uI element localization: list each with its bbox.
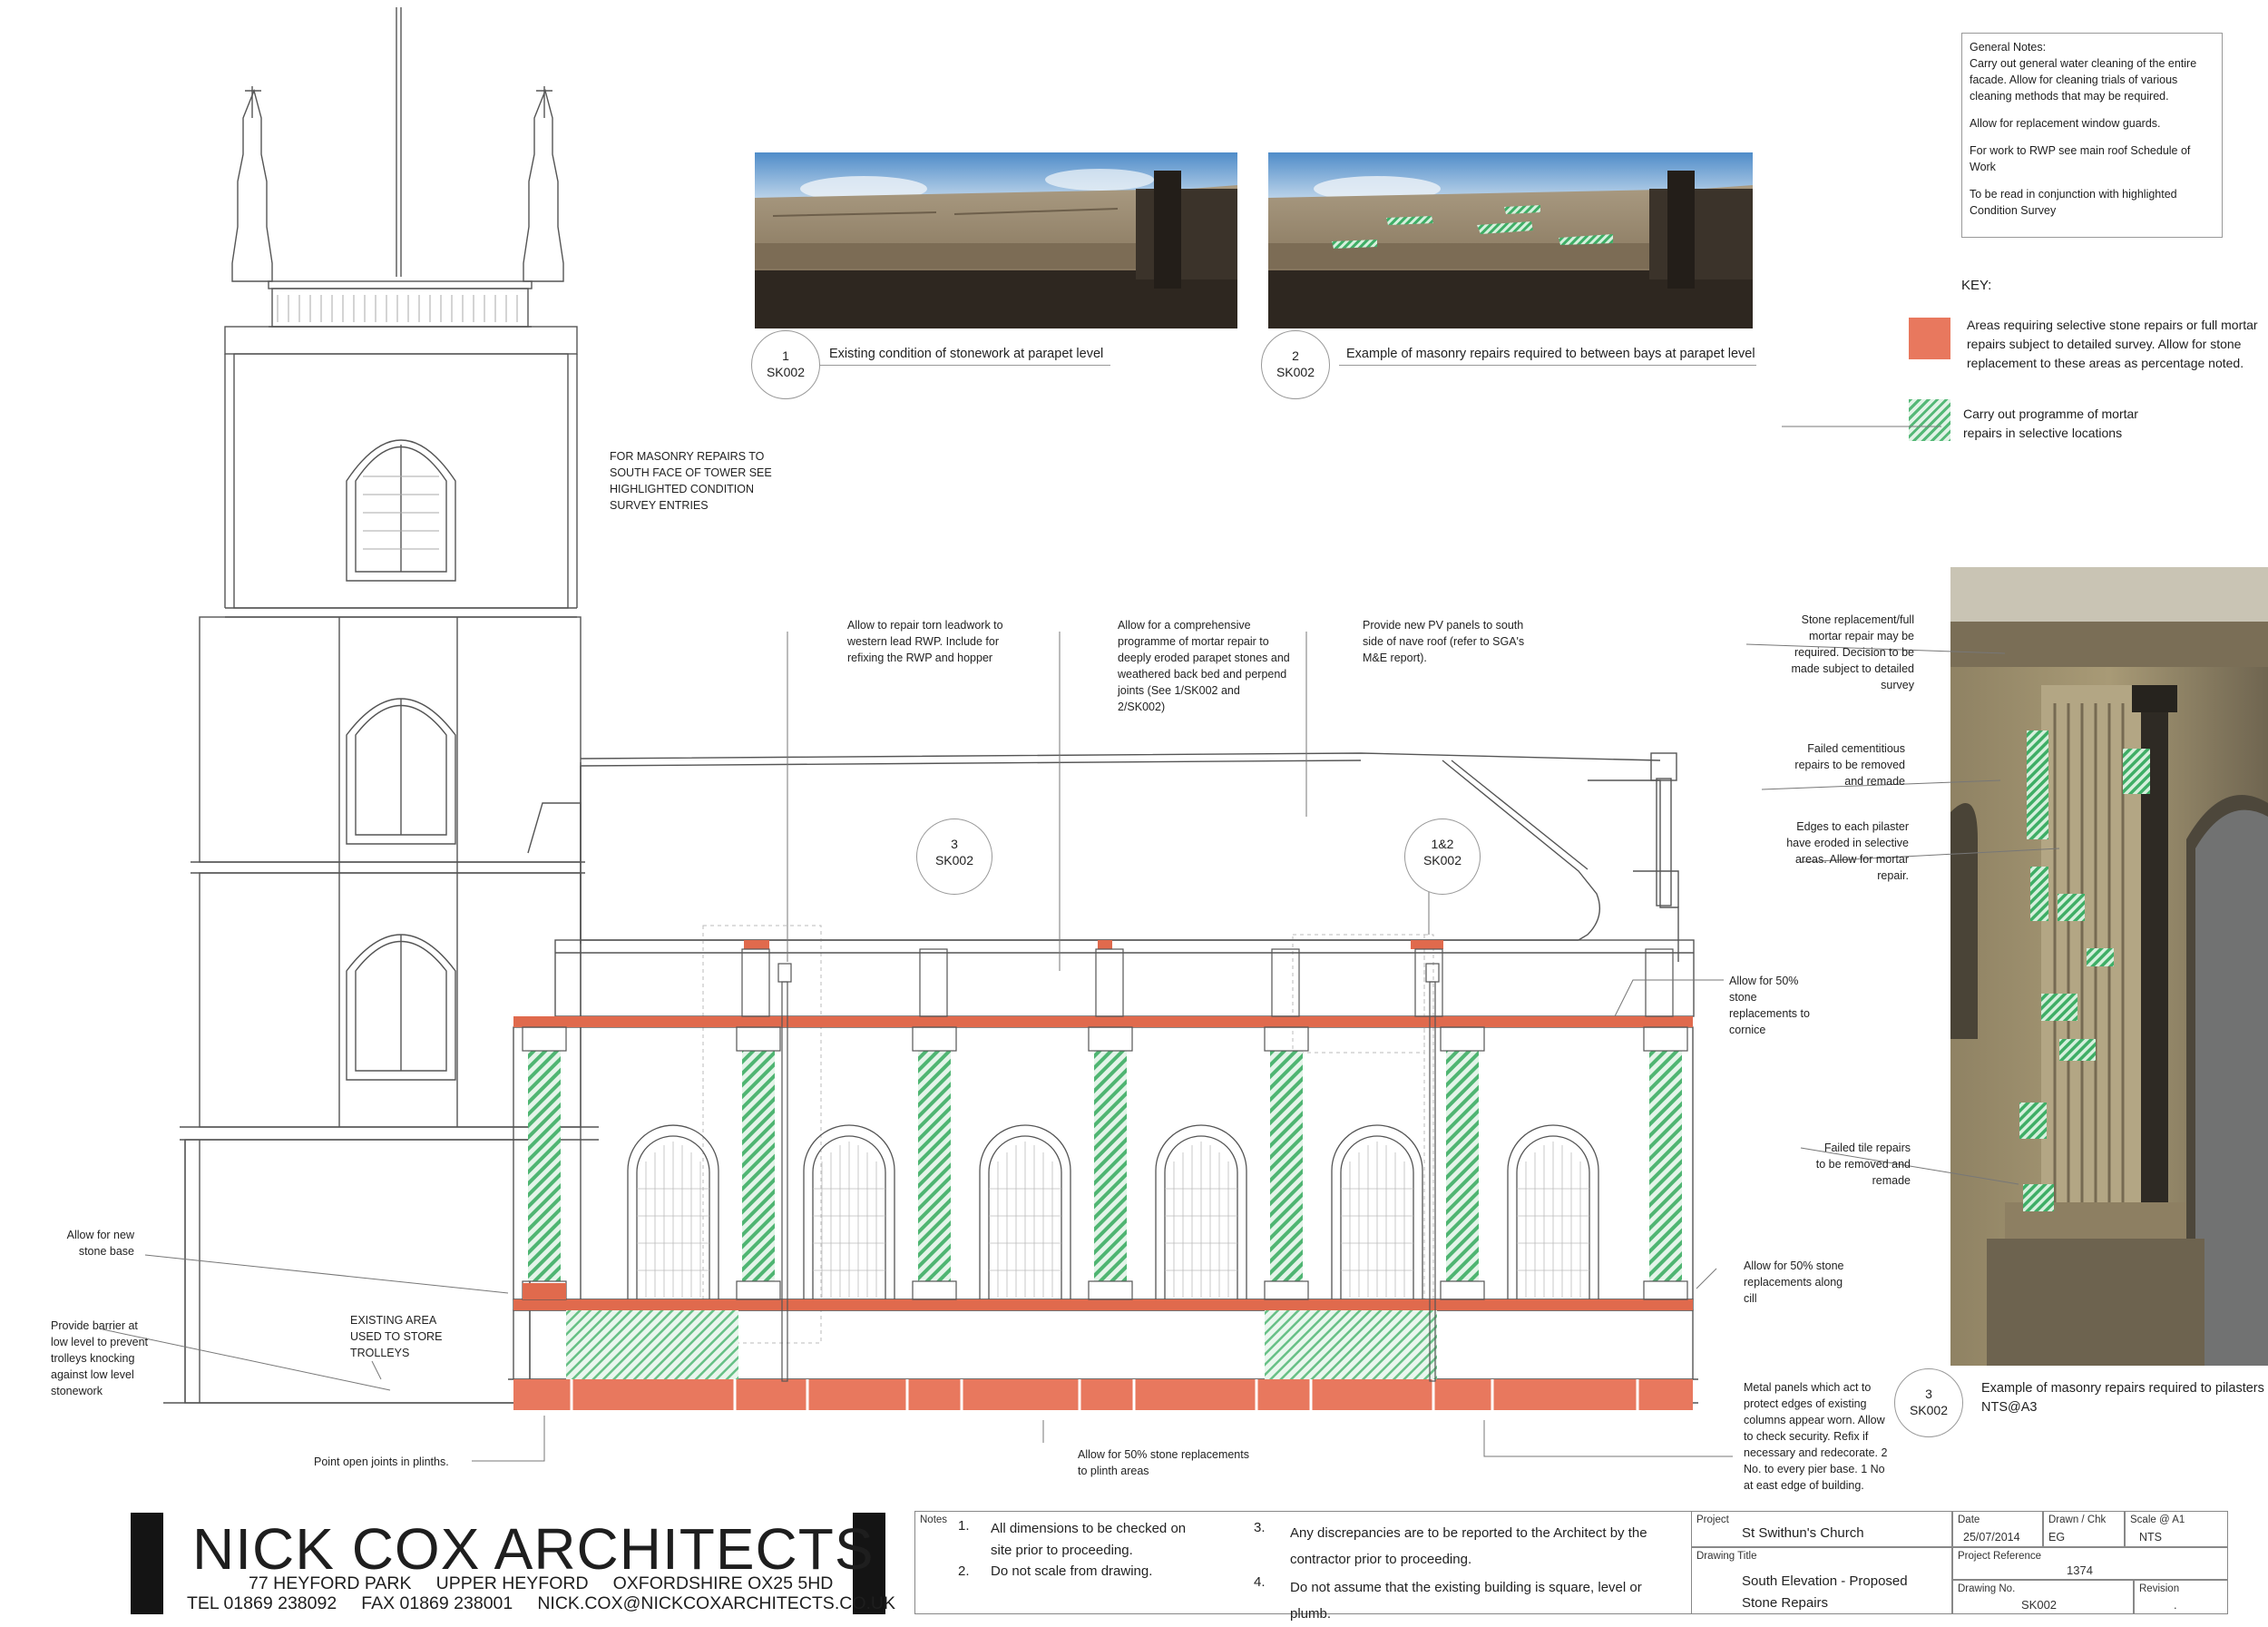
note-cornice: Allow for 50% stone replacements to corn… — [1729, 975, 1810, 1036]
tb-project-label: Project — [1696, 1514, 1729, 1525]
note-stone-base: Allow for new stone base — [66, 1229, 134, 1258]
tb-date-label: Date — [1958, 1514, 1980, 1525]
tb-title-label: Drawing Title — [1696, 1551, 1757, 1562]
general-note: For work to RWP see main roof Schedule o… — [1970, 144, 2191, 173]
tb-scale-value: NTS — [2139, 1531, 2162, 1544]
photo-parapet-repairs — [1268, 152, 1753, 328]
general-notes-heading: General Notes: — [1970, 41, 2047, 54]
note-photo-stone: Stone replacement/full mortar repair may… — [1791, 613, 1914, 691]
tb-date-value: 25/07/2014 — [1963, 1531, 2020, 1544]
general-notes-box: General Notes: Carry out general water c… — [1961, 33, 2223, 238]
note-leadwork: Allow to repair torn leadwork to western… — [847, 619, 1003, 664]
tb-title-value: South Elevation - Proposed Stone Repairs — [1742, 1573, 1908, 1611]
caption-rule — [820, 365, 1110, 366]
note-existing-area: EXISTING AREA USED TO STORE TROLLEYS — [350, 1314, 443, 1359]
tb-project-value: St Swithun's Church — [1742, 1525, 1864, 1541]
company-bar-left — [131, 1513, 163, 1614]
detail-ref-1: 1 SK002 — [751, 330, 820, 399]
elevation-ref-sheet: SK002 — [934, 853, 974, 867]
elevation-ref-1-2: 1&2 SK002 — [1404, 818, 1481, 895]
tb-note-num: 1. — [958, 1518, 970, 1534]
company-bar-right — [853, 1513, 885, 1614]
detail-ref-sheet: SK002 — [766, 365, 806, 379]
tb-note-num: 3. — [1254, 1520, 1266, 1535]
detail-ref-2: 2 SK002 — [1261, 330, 1330, 399]
tb-revision-label: Revision — [2139, 1583, 2180, 1594]
detail-ref-num: 1 — [782, 348, 789, 363]
note-tower-masonry: FOR MASONRY REPAIRS TO SOUTH FACE OF TOW… — [610, 450, 772, 512]
elevation-ref-num: 1&2 — [1431, 837, 1454, 851]
general-note: To be read in conjunction with highlight… — [1970, 188, 2177, 217]
detail-caption-2: Example of masonry repairs required to b… — [1346, 347, 1755, 361]
note-pv-panels: Provide new PV panels to south side of n… — [1363, 619, 1525, 664]
note-photo-cementitious: Failed cementitious repairs to be remove… — [1794, 742, 1905, 788]
tb-drawing-no-label: Drawing No. — [1958, 1583, 2016, 1594]
tb-revision-value: . — [2174, 1598, 2177, 1612]
note-cill: Allow for 50% stone replacements along c… — [1744, 1259, 1844, 1305]
detail-ref-3: 3 SK002 — [1894, 1368, 1963, 1437]
elevation-ref-num: 3 — [951, 837, 958, 851]
tb-ref-value: 1374 — [2067, 1563, 2093, 1577]
note-plinth-joints: Point open joints in plinths. — [314, 1455, 449, 1468]
tb-note-num: 2. — [958, 1563, 970, 1579]
tb-note-text: All dimensions to be checked on site pri… — [991, 1521, 1187, 1558]
key-swatch-mortar — [1909, 399, 1950, 441]
photo-existing-parapet — [755, 152, 1237, 328]
company-address: 77 HEYFORD PARK UPPER HEYFORD OXFORDSHIR… — [249, 1573, 834, 1593]
detail-caption-1: Existing condition of stonework at parap… — [829, 347, 1104, 361]
general-note: Allow for replacement window guards. — [1970, 117, 2161, 130]
detail-ref-num: 2 — [1292, 348, 1299, 363]
note-mortar-programme: Allow for a comprehensive programme of m… — [1118, 619, 1290, 713]
detail-ref-sheet: SK002 — [1276, 365, 1315, 379]
tb-drawn-cell — [2043, 1511, 2125, 1547]
company-name: NICK COX ARCHITECTS — [192, 1516, 875, 1582]
tb-scale-cell — [2125, 1511, 2228, 1547]
caption-rule — [1339, 365, 1756, 366]
note-plinth-areas: Allow for 50% stone replacements to plin… — [1078, 1448, 1249, 1477]
tb-drawn-label: Drawn / Chk — [2048, 1514, 2107, 1525]
key-text-mortar: Carry out programme of mortar repairs in… — [1963, 407, 2138, 440]
elevation-ref-sheet: SK002 — [1422, 853, 1462, 867]
tb-ref-label: Project Reference — [1958, 1551, 2042, 1562]
tb-note-num: 4. — [1254, 1574, 1266, 1590]
tb-note-text: Any discrepancies are to be reported to … — [1290, 1525, 1647, 1567]
key-heading: KEY: — [1961, 278, 1992, 293]
tb-scale-label: Scale @ A1 — [2130, 1514, 2185, 1525]
tb-note-text: Do not scale from drawing. — [991, 1563, 1153, 1579]
note-photo-tile: Failed tile repairs to be removed and re… — [1815, 1142, 1911, 1187]
tb-drawn-value: EG — [2048, 1531, 2066, 1544]
key-swatch-stone-repair — [1909, 318, 1950, 359]
photo-pilaster — [1950, 567, 2268, 1366]
general-note: Carry out general water cleaning of the … — [1970, 57, 2197, 103]
company-contact: TEL 01869 238092 FAX 01869 238001 NICK.C… — [187, 1593, 895, 1613]
title-block: Notes 1. All dimensions to be checked on… — [914, 1511, 2228, 1622]
note-metal-panels: Metal panels which act to protect edges … — [1744, 1381, 1888, 1492]
tb-note-text: Do not assume that the existing building… — [1290, 1580, 1642, 1622]
key-text-stone-repair: Areas requiring selective stone repairs … — [1967, 318, 2258, 370]
tb-notes-label: Notes — [920, 1514, 948, 1525]
tb-ref-cell — [1952, 1547, 2228, 1580]
tb-date-cell — [1952, 1511, 2043, 1547]
note-barrier: Provide barrier at low level to prevent … — [51, 1319, 149, 1397]
tb-project-cell — [1691, 1511, 1952, 1547]
detail-ref-sheet: SK002 — [1909, 1403, 1949, 1417]
detail-caption-3: Example of masonry repairs required to p… — [1981, 1381, 2264, 1396]
elevation-ref-3: 3 SK002 — [916, 818, 992, 895]
note-photo-edges: Edges to each pilaster have eroded in se… — [1786, 820, 1909, 882]
detail-scale-3: NTS@A3 — [1981, 1400, 2038, 1415]
detail-ref-num: 3 — [1925, 1387, 1932, 1401]
tb-drawing-no-value: SK002 — [2021, 1598, 2058, 1612]
